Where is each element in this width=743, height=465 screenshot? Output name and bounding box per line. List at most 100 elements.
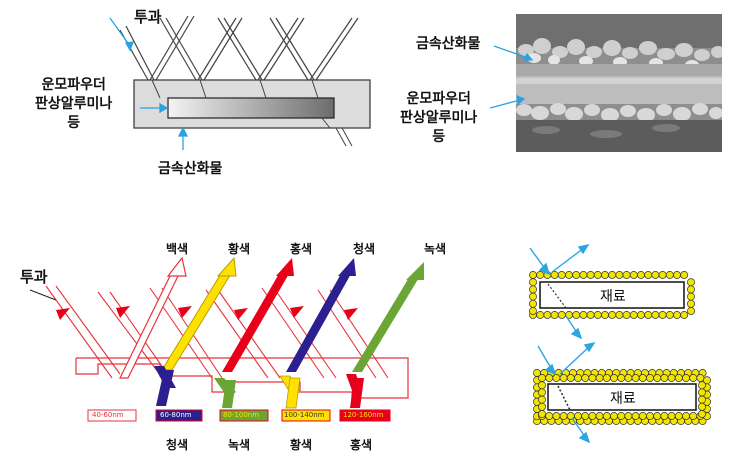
coating-bead (687, 278, 695, 287)
coating-bead (629, 271, 638, 279)
reflected-color-1: 백색 (166, 242, 189, 256)
particle-2-core (547, 383, 697, 411)
coating-bead (660, 412, 669, 420)
reflected-color-3: 홍색 (290, 242, 313, 256)
ray-yellow (154, 256, 237, 406)
coating-bead (653, 374, 662, 382)
coating-bead (665, 311, 674, 319)
coating-bead (538, 374, 546, 382)
coating-bead (572, 311, 581, 319)
thickness-box-3 (219, 409, 269, 422)
ray-white (119, 256, 187, 379)
thickness-box-4 (281, 409, 331, 422)
coating-bead (608, 271, 617, 279)
coating-bead (529, 307, 537, 315)
particle-2-beads (533, 369, 711, 425)
coating-bead (689, 412, 698, 420)
coating-bead (658, 271, 667, 279)
coating-bead (601, 311, 609, 319)
coating-bead (698, 402, 706, 411)
transmitted-color-4: 홍색 (350, 438, 373, 452)
coating-bead (574, 374, 582, 382)
coating-bead (595, 374, 604, 382)
coating-bead (624, 374, 633, 382)
coating-bead (680, 311, 689, 319)
coating-bead (696, 374, 705, 382)
coating-bead (682, 412, 690, 420)
transmit-pointer (29, 289, 57, 301)
coating-bead (574, 412, 582, 420)
coating-bead (550, 271, 559, 279)
sem-micrograph (516, 14, 722, 152)
coating-bead (566, 412, 575, 420)
coating-bead (608, 311, 617, 319)
thickness-label-1: 40-60nm (92, 411, 124, 419)
coating-bead (698, 388, 706, 397)
coating-bead (538, 410, 546, 418)
coating-bead (631, 374, 640, 382)
particle-1-core (539, 281, 685, 309)
coating-bead (610, 412, 618, 420)
thickness-label-5: 120-160nm (343, 411, 384, 419)
coating-bead (674, 412, 683, 420)
coating-bead (602, 374, 611, 382)
coating-bead (559, 412, 568, 420)
coating-bead (550, 311, 559, 319)
reflected-color-4: 청색 (353, 242, 376, 256)
coating-bead (538, 381, 546, 390)
thickness-label-2: 60-80nm (160, 411, 192, 419)
coating-bead (545, 374, 554, 382)
tl-transmit-label: 투과 (134, 8, 162, 26)
coating-bead (637, 271, 645, 279)
coating-bead (624, 412, 633, 420)
coating-bead (629, 311, 638, 319)
coating-bead (552, 412, 561, 420)
coating-bead (682, 374, 690, 382)
coating-bead (545, 412, 554, 420)
coating-bead (698, 410, 706, 418)
coating-bead (610, 374, 618, 382)
coating-bead (665, 271, 674, 279)
coating-bead (687, 285, 695, 294)
bl-transmit-label: 투과 (20, 268, 48, 286)
ray-red (214, 258, 294, 408)
particle-arrows (529, 243, 596, 444)
coating-bead (680, 271, 689, 279)
coating-bead (660, 374, 669, 382)
thickness-box-2 (155, 409, 203, 422)
tl-substrate-label: 운모파우더 판상알루미나 등 (35, 77, 113, 131)
tr-oxide-label: 금속산화물 (416, 36, 481, 52)
coating-bead (579, 271, 588, 279)
thickness-label-4: 100-140nm (284, 411, 325, 419)
coating-bead (601, 271, 609, 279)
coating-bead (557, 271, 566, 279)
transmitted-color-2: 녹색 (228, 438, 251, 452)
coating-bead (687, 307, 695, 315)
coating-bead (543, 311, 552, 319)
thickness-box-5 (339, 409, 391, 422)
coating-bead (529, 278, 537, 287)
ray-green (346, 262, 424, 408)
coating-bead (572, 271, 581, 279)
coating-bead (538, 395, 546, 404)
coating-bead (565, 271, 573, 279)
transmitted-color-1: 청색 (166, 438, 189, 452)
coating-bead (674, 374, 683, 382)
coating-bead (595, 412, 604, 420)
coating-bead (566, 374, 575, 382)
coating-bead (653, 412, 662, 420)
reflected-color-2: 황색 (228, 242, 251, 256)
coating-bead (631, 412, 640, 420)
coating-bead (581, 374, 590, 382)
incident-arrowheads (56, 306, 358, 320)
coating-bead (638, 374, 647, 382)
coating-bead (698, 381, 706, 390)
pointer-arrows (109, 17, 189, 150)
coating-bead (536, 271, 545, 279)
thickness-label-3: 80-100nm (223, 411, 260, 419)
coating-bead (581, 412, 590, 420)
coating-bead (651, 311, 660, 319)
coating-bead (637, 311, 645, 319)
